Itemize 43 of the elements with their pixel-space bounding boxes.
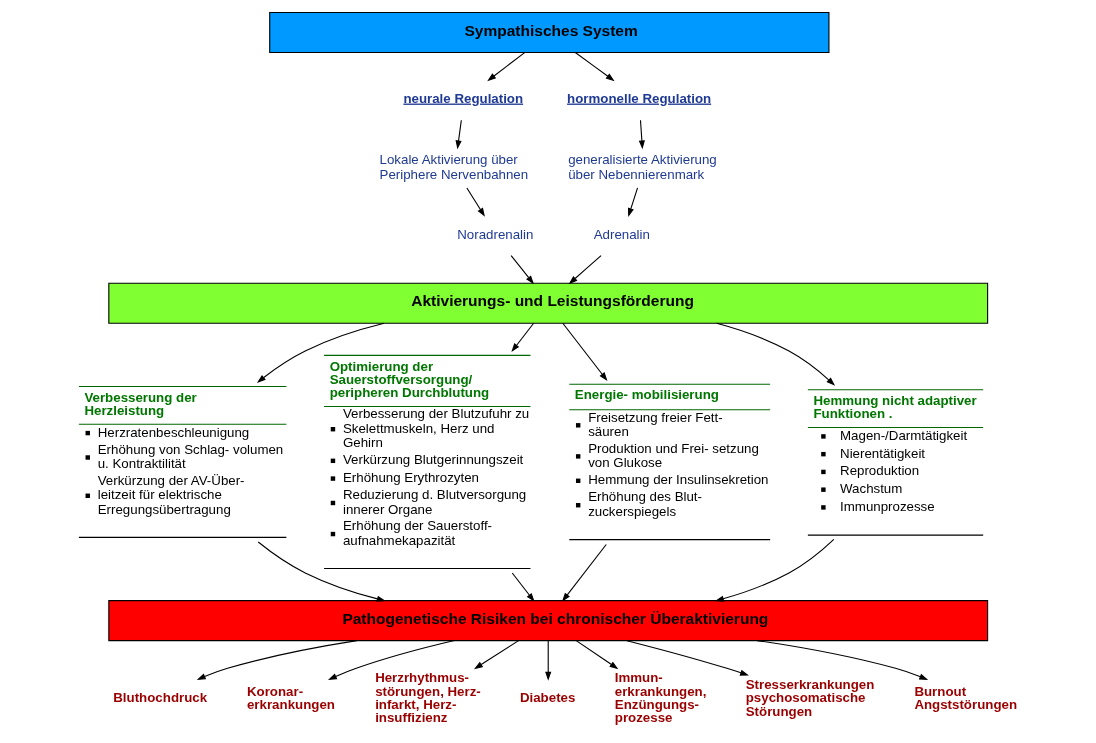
arrow <box>473 640 519 670</box>
arrow <box>568 255 602 285</box>
arrow <box>511 572 535 602</box>
node-text: Energie- mobilisierung Freisetzung freier Fett- säuren Produktion und Frei- setzung von Glukose Hemmung der Insulinsekretion Erhöhung des Blut- zuckerspiegels <box>574 387 769 519</box>
node-text: generalisierte Aktivierung über Nebennierenmark <box>567 152 717 182</box>
node-text: Optimierung der Sauerstoffversorgung/ peripheren Durchblutung Verbesserung der Blutzufuhr zu Skelettmuskeln, Herz und Gehirn Verkürzung Blutgerinnungszeit Erhöhung Erythrozyten Reduzierung d. Blutversorgung innerer Organe Erhöhung der Sauerstoff- aufnahmekapazität <box>329 358 529 548</box>
arrow <box>510 322 534 353</box>
node-box: Sympathisches System <box>268 12 829 54</box>
node-text: Herzrhythmus- störungen, Herz- infarkt, Herz- insuffizienz <box>374 670 481 726</box>
arrow <box>257 541 386 602</box>
arrow <box>510 255 534 285</box>
node-text: Hemmung nicht adaptiver Funktionen . Magen-/Darmtätigkeit Nierentätigkeit Reproduktion Wachstum Immunprozesse <box>812 392 977 514</box>
arrow <box>625 640 749 676</box>
node-text: Adrenalin <box>593 227 650 243</box>
arrow <box>256 322 385 383</box>
node-text: neurale Regulation <box>402 90 523 106</box>
node-text: Burnout Angststörungen <box>913 683 1017 712</box>
node-text: hormonelle Regulation <box>566 90 711 106</box>
arrow <box>465 187 485 217</box>
arrow <box>196 640 357 680</box>
arrow <box>627 187 638 217</box>
node-text: Stresserkrankungen psychosomatische Störungen <box>745 676 874 719</box>
arrow <box>638 119 645 150</box>
arrow <box>715 322 835 386</box>
node-text: Diabetes <box>519 689 575 705</box>
node-text: Lokale Aktivierung über Periphere Nervenbahnen <box>379 152 528 182</box>
node-box: Aktivierungs- und Leistungsförderung <box>107 282 988 324</box>
node-text: Immun- erkrankungen, Enzüngungs- prozesse <box>614 670 706 726</box>
arrow <box>561 543 607 602</box>
arrow <box>575 640 618 670</box>
node-text: Bluthochdruck <box>112 689 207 705</box>
arrow <box>327 640 455 680</box>
node-text: Koronar- erkrankungen <box>246 683 335 712</box>
arrow <box>756 640 928 680</box>
arrow <box>574 52 615 82</box>
arrow <box>714 538 834 602</box>
arrow <box>544 640 551 681</box>
node-text: Noradrenalin <box>456 227 533 243</box>
node-box: Pathogenetische Risiken bei chronischer Überaktivierung <box>107 600 988 642</box>
arrow <box>486 52 525 82</box>
node-text: Verbesserung der Herzleistung Herzratenbeschleunigung Erhöhung von Schlag- volumen u. Kontraktilität Verkürzung der AV-Über- leitzeit für elektrische Erregungsübertragung <box>83 389 283 517</box>
arrow <box>561 322 607 381</box>
arrow <box>455 119 462 150</box>
